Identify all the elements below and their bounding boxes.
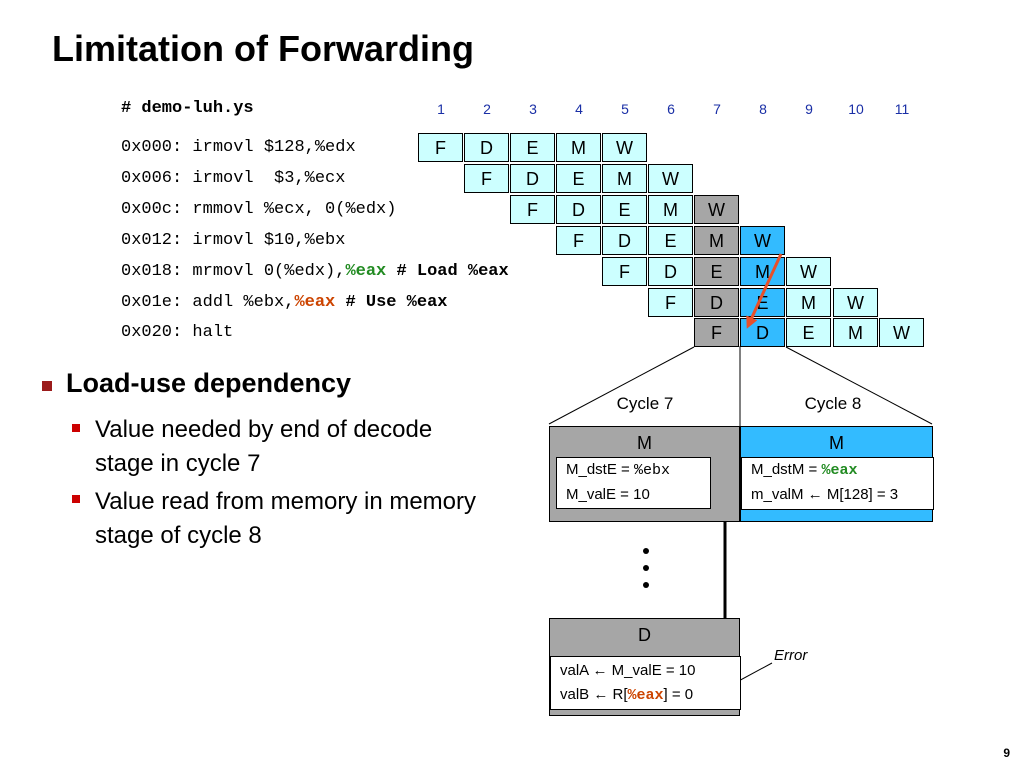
expand-line-left (548, 346, 695, 425)
stage-cell: F (602, 257, 647, 286)
stage-cell: W (740, 226, 785, 255)
stage-cell: W (879, 318, 924, 347)
m-dste-field: M_dstE = %ebx (566, 461, 670, 479)
stage-cell: F (418, 133, 463, 162)
stage-cell: D (464, 133, 509, 162)
stage-cell: D (510, 164, 555, 193)
bullet-square (42, 381, 52, 391)
page-number: 9 (1003, 746, 1010, 760)
cycle7-m-fields: M_dstE = %ebx M_valE = 10 (556, 457, 711, 509)
stage-cell: D (648, 257, 693, 286)
cycle7-label: Cycle 7 (616, 394, 674, 413)
stage-cell: E (510, 133, 555, 162)
cycle-number: 5 (621, 101, 629, 117)
stage-cell: E (786, 318, 831, 347)
error-label: Error (774, 647, 808, 664)
m-vale-field: M_valE = 10 (566, 486, 650, 503)
m-dstm-field: M_dstM = %eax (751, 461, 858, 479)
ellipsis-dot (643, 548, 649, 554)
stage-cell: M (833, 318, 878, 347)
stage-cell: W (694, 195, 739, 224)
stage-cell: E (556, 164, 601, 193)
bullet-square (72, 424, 80, 432)
stage-cell: F (556, 226, 601, 255)
cycle8-label: Cycle 8 (804, 394, 862, 413)
cycle7-m-register: M M_dstE = %ebx M_valE = 10 (549, 426, 740, 522)
cycle-number: 10 (848, 101, 864, 117)
m-valm-field: m_valM ← M[128] = 3 (751, 486, 899, 503)
register-name: M (637, 433, 652, 453)
register-name: M (829, 433, 844, 453)
stage-cell: M (694, 226, 739, 255)
instruction-line-use: 0x01e: addl %ebx,%eax # Use %eax (121, 293, 448, 312)
decode-fields: valA ← M_valE = 10 valB ← R[%eax] = 0 (550, 656, 741, 710)
stage-cell: F (464, 164, 509, 193)
stage-cell: W (833, 288, 878, 317)
stage-cell: W (786, 257, 831, 286)
ellipsis-dot (643, 582, 649, 588)
stage-cell: E (602, 195, 647, 224)
cycle-number: 7 (713, 101, 721, 117)
cycle-number: 6 (667, 101, 675, 117)
cycle8-m-fields: M_dstM = %eax m_valM ← M[128] = 3 (741, 457, 934, 510)
stage-cell: M (648, 195, 693, 224)
stage-cell: F (648, 288, 693, 317)
slide-title: Limitation of Forwarding (52, 28, 474, 69)
instruction-line: 0x000: irmovl $128,%edx (121, 138, 356, 157)
cycle-number: 2 (483, 101, 491, 117)
cycle-number: 4 (575, 101, 583, 117)
register-name: D (638, 625, 651, 645)
stage-cell: F (510, 195, 555, 224)
vala-field: valA ← M_valE = 10 (560, 662, 696, 679)
cycle-number: 3 (529, 101, 537, 117)
expand-line-right (785, 346, 933, 425)
cycle-number: 9 (805, 101, 813, 117)
instruction-line: 0x020: halt (121, 323, 234, 342)
instruction-line: 0x00c: rmmovl %ecx, 0(%edx) (121, 200, 397, 219)
cycle-number: 11 (894, 101, 910, 117)
ellipsis-dot (643, 565, 649, 571)
stage-cell: F (694, 318, 739, 347)
stage-cell: M (602, 164, 647, 193)
bullet-sub: Value read from memory in memory stage o… (95, 488, 476, 549)
stage-cell: W (602, 133, 647, 162)
bullet-sub: Value needed by end of decode stage in c… (95, 416, 433, 477)
bullet-main: Load-use dependency (66, 368, 352, 398)
stage-cell: D (556, 195, 601, 224)
stage-cell: E (648, 226, 693, 255)
bullet-square (72, 495, 80, 503)
cycle-number: 8 (759, 101, 767, 117)
decode-register: D valA ← M_valE = 10 valB ← R[%eax] = 0 (549, 618, 741, 716)
program-header: # demo-luh.ys (121, 99, 254, 118)
hazard-arrow (746, 253, 783, 329)
instruction-line-load: 0x018: mrmovl 0(%edx),%eax # Load %eax (121, 262, 509, 281)
stage-cell: D (694, 288, 739, 317)
stage-cell: E (694, 257, 739, 286)
cycle-number: 1 (437, 101, 445, 117)
stage-cell: M (556, 133, 601, 162)
instruction-line: 0x006: irmovl $3,%ecx (121, 169, 346, 188)
stage-cell: M (786, 288, 831, 317)
instruction-line: 0x012: irmovl $10,%ebx (121, 231, 346, 250)
stage-cell: D (602, 226, 647, 255)
valb-field: valB ← R[%eax] = 0 (560, 686, 694, 704)
cycle8-m-register: M M_dstM = %eax m_valM ← M[128] = 3 (740, 426, 934, 522)
stage-cell: W (648, 164, 693, 193)
